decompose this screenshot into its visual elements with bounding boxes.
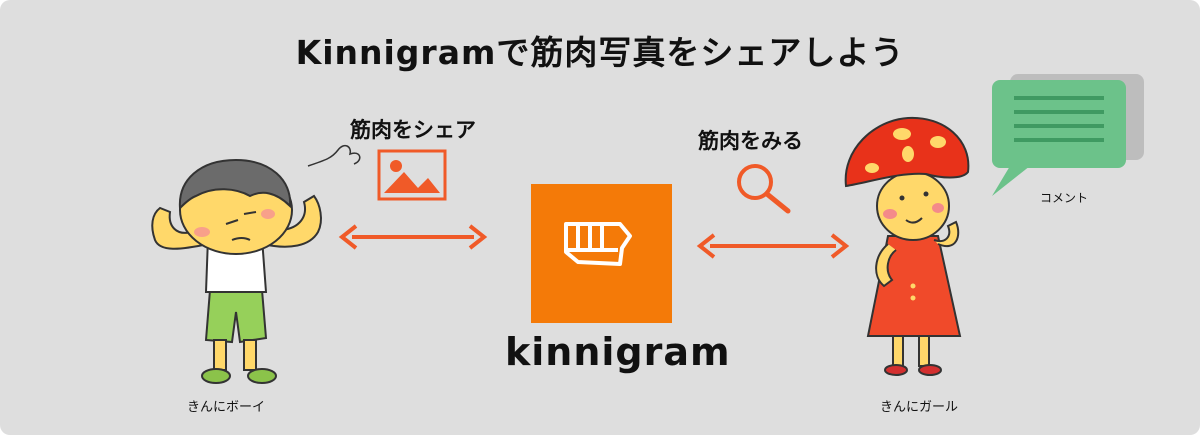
view-arrow — [696, 233, 850, 259]
image-icon — [377, 149, 447, 201]
magnifier-icon — [737, 164, 791, 214]
view-label: 筋肉をみる — [698, 129, 803, 153]
comment-bubble-icon — [992, 74, 1144, 196]
brand-name: kinnigram — [505, 330, 731, 374]
share-label: 筋肉をシェア — [350, 118, 476, 142]
comment-label: コメント — [1040, 191, 1089, 205]
boy-label: きんにボーイ — [187, 400, 266, 415]
app-logo-icon — [531, 184, 672, 323]
diagram-title: Kinnigramで筋肉写真をシェアしよう — [295, 33, 905, 72]
girl-label: きんにガール — [880, 400, 959, 415]
share-arrow — [338, 224, 488, 250]
girl-illustration — [844, 116, 970, 376]
boy-illustration — [151, 158, 322, 384]
